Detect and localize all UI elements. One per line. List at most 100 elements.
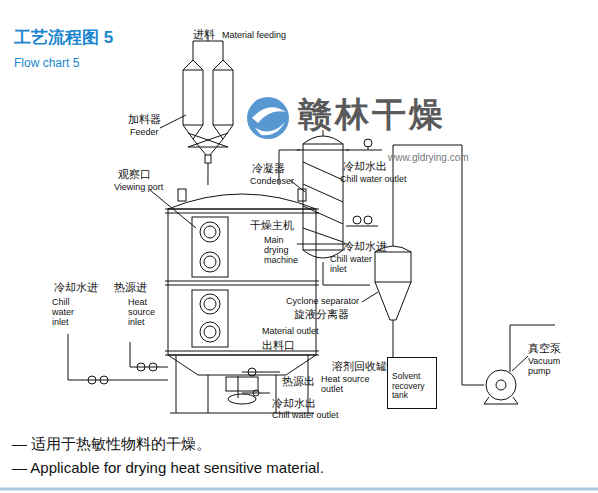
equipment-part	[213, 125, 233, 126]
pipe-connector	[393, 145, 484, 385]
watermark-text: 赣林干燥	[298, 96, 446, 134]
node-subheading: Vacuum pump	[528, 356, 566, 376]
equipment-outline	[370, 240, 416, 332]
part-label: Material feeding	[222, 30, 286, 40]
equipment-part	[188, 147, 228, 148]
node-subheading: Main drying machine	[264, 235, 304, 265]
node-heading: Cyclone separator	[286, 296, 359, 306]
chill-water-outlet-pipe	[346, 150, 382, 151]
gauge-symbol	[364, 139, 372, 147]
equipment-part	[192, 290, 228, 347]
bottom-rule	[0, 488, 598, 491]
recovery-tank: 溶剂回收罐Solvent recovery tank	[387, 357, 437, 409]
equipment-part	[204, 226, 216, 238]
chill-water-inlet-pipe	[68, 334, 168, 380]
pipe-connector	[393, 332, 394, 357]
equipment-part	[213, 70, 233, 71]
equipment-part	[165, 351, 319, 352]
equipment-part	[208, 375, 209, 413]
gauge-stem	[368, 147, 369, 150]
subtitle: Flow chart 5	[14, 57, 79, 70]
equipment-part	[297, 150, 349, 151]
logo-mark	[247, 97, 289, 139]
drying-machine: 干燥主机Main drying machine	[168, 185, 316, 385]
equipment-part	[200, 322, 220, 342]
equipment-part	[496, 380, 506, 390]
node-subheading: 旋液分离器	[294, 308, 349, 320]
equipment-part	[204, 326, 216, 338]
part-label: 观察口	[118, 168, 151, 180]
gauge-symbol	[353, 216, 361, 224]
equipment-part	[205, 155, 211, 163]
title: 工艺流程图 5	[14, 28, 113, 47]
equipment-part	[223, 41, 224, 60]
gauge-symbol	[137, 363, 145, 371]
equipment-part	[323, 130, 324, 136]
equipment-part	[176, 355, 177, 413]
equipment-part	[200, 222, 220, 242]
equipment-part	[168, 209, 316, 355]
port-label: Heat source outlet	[321, 374, 375, 394]
equipment-part	[393, 240, 394, 246]
equipment-part	[200, 294, 220, 314]
equipment-part	[208, 35, 209, 41]
equipment-part	[484, 397, 518, 404]
equipment-part	[375, 246, 411, 252]
equipment-part	[303, 184, 343, 202]
equipment-part	[165, 355, 319, 356]
vacuum-pump: 真空泵Vacuum pump	[484, 368, 518, 402]
node-heading: 加料器	[128, 113, 161, 125]
port-label: Chill water inlet	[52, 297, 78, 327]
equipment-outline	[484, 368, 518, 402]
equipment-part	[188, 133, 228, 147]
equipment-outline	[180, 55, 236, 163]
port-label: Chill water outlet	[340, 174, 407, 184]
feeder-hopper: 加料器Feeder	[180, 55, 236, 163]
equipment-part	[168, 194, 316, 209]
equipment-part	[178, 189, 186, 201]
equipment-part	[303, 228, 343, 242]
port-label: 热源进	[114, 281, 147, 293]
port-label: Material outlet	[262, 326, 319, 336]
equipment-part	[188, 133, 228, 147]
equipment-part	[298, 189, 306, 201]
equipment-part	[308, 355, 309, 413]
gauge-symbol	[149, 363, 157, 371]
equipment-part	[297, 244, 349, 245]
equipment-part	[228, 394, 256, 404]
node-heading: 真空泵	[528, 342, 561, 354]
gauge-symbol	[364, 216, 372, 224]
equipment-part	[183, 60, 203, 139]
equipment-part	[165, 281, 319, 282]
heat-source-inlet-pipe	[130, 342, 168, 367]
port-label: 冷却水出	[343, 160, 387, 172]
watermark-url: www.gldrying.com	[388, 152, 469, 163]
node-heading: 冷凝器	[252, 162, 285, 174]
node-heading: 溶剂回收罐	[332, 361, 387, 373]
equipment-part	[375, 252, 411, 282]
pipe-connector	[207, 163, 208, 185]
port-label: 热源出	[282, 375, 315, 387]
gauge-symbol	[88, 376, 96, 384]
equipment-part	[276, 375, 277, 413]
leader-line	[362, 292, 378, 302]
equipment-part	[193, 41, 194, 60]
node-subheading: Feeder	[130, 127, 159, 137]
equipment-part	[204, 298, 216, 310]
equipment-part	[303, 136, 343, 144]
condenser-vessel: 冷凝器Condenser	[300, 132, 346, 262]
port-label: 出料口	[262, 339, 295, 351]
part-label: Viewing port	[114, 182, 163, 192]
port-label: Chill water outlet	[272, 410, 339, 420]
port-label: 冷却水进	[343, 240, 387, 252]
equipment-outline	[168, 185, 316, 385]
equipment-part	[226, 377, 258, 391]
equipment-part	[486, 370, 516, 400]
equipment-part	[183, 125, 203, 126]
equipment-part	[213, 60, 233, 139]
equipment-part	[168, 355, 316, 375]
heat-source-outlet-pipe	[242, 372, 280, 373]
chill-water-outlet-pipe	[242, 393, 270, 394]
equipment-part	[165, 285, 319, 286]
